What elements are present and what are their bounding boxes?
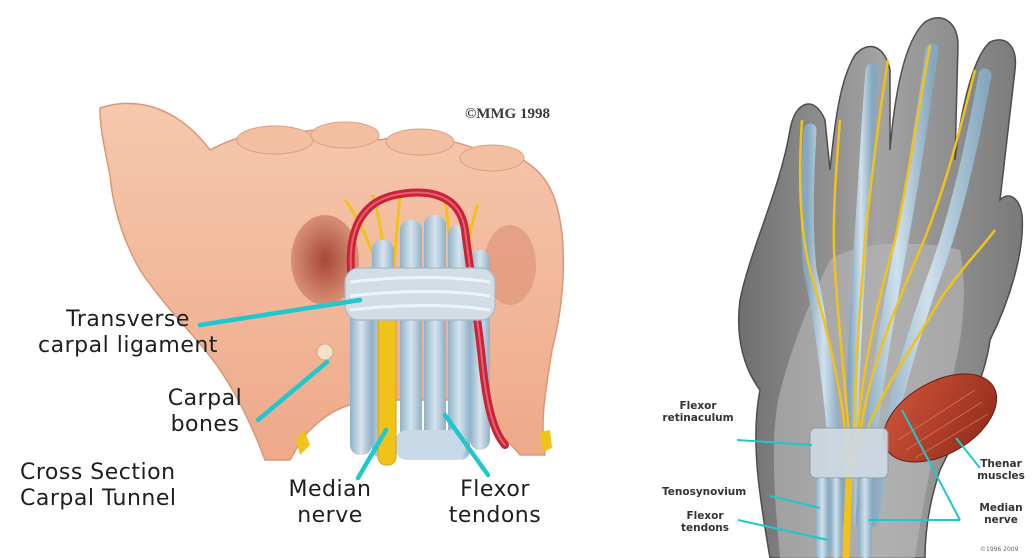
label-line: Carpal Tunnel	[20, 486, 177, 512]
label-flexor-tendons-right: Flexor tendons	[670, 510, 740, 534]
label-carpal-bones: Carpal bones	[150, 386, 260, 438]
label-line: muscles	[968, 470, 1034, 482]
flexor-retinaculum	[810, 428, 888, 478]
label-line: Carpal	[150, 386, 260, 412]
label-transverse-carpal-ligament: Transverse carpal ligament	[28, 307, 228, 359]
label-line: Cross Section	[20, 460, 177, 486]
label-median-nerve-right: Median nerve	[970, 502, 1032, 526]
label-line: retinaculum	[658, 412, 738, 424]
label-line: Flexor	[670, 510, 740, 522]
copyright-text: ©MMG 1998	[465, 106, 550, 123]
label-line: Thenar	[968, 458, 1034, 470]
label-tenosynovium: Tenosynovium	[662, 486, 746, 498]
label-thenar-muscles: Thenar muscles	[968, 458, 1034, 482]
label-line: bones	[150, 412, 260, 438]
label-line: carpal ligament	[28, 333, 228, 359]
label-line: tendons	[425, 503, 565, 529]
label-line: Flexor	[425, 477, 565, 503]
label-line: nerve	[970, 514, 1032, 526]
copyright-small: ©1996 2009	[980, 546, 1018, 553]
knuckle	[237, 126, 313, 154]
title-cross-section-carpal-tunnel: Cross Section Carpal Tunnel	[20, 460, 177, 512]
carpal-tunnel-cross-section-illustration: ©MMG 1998 Transverse carpal ligament Car…	[0, 0, 620, 558]
label-line: nerve	[270, 503, 390, 529]
carpal-bone	[317, 344, 333, 360]
transverse-carpal-ligament	[345, 268, 495, 320]
label-median-nerve: Median nerve	[270, 477, 390, 529]
label-line: Median	[270, 477, 390, 503]
label-line: Median	[970, 502, 1032, 514]
knuckle	[386, 129, 454, 155]
label-flexor-tendons: Flexor tendons	[425, 477, 565, 529]
palm-anatomy-illustration: Flexor retinaculum Tenosynovium Flexor t…	[640, 0, 1036, 558]
label-line: tendons	[670, 522, 740, 534]
label-line: Flexor	[658, 400, 738, 412]
knuckle	[311, 122, 379, 148]
label-line: Transverse	[28, 307, 228, 333]
knuckle	[460, 145, 524, 171]
label-flexor-retinaculum: Flexor retinaculum	[658, 400, 738, 424]
